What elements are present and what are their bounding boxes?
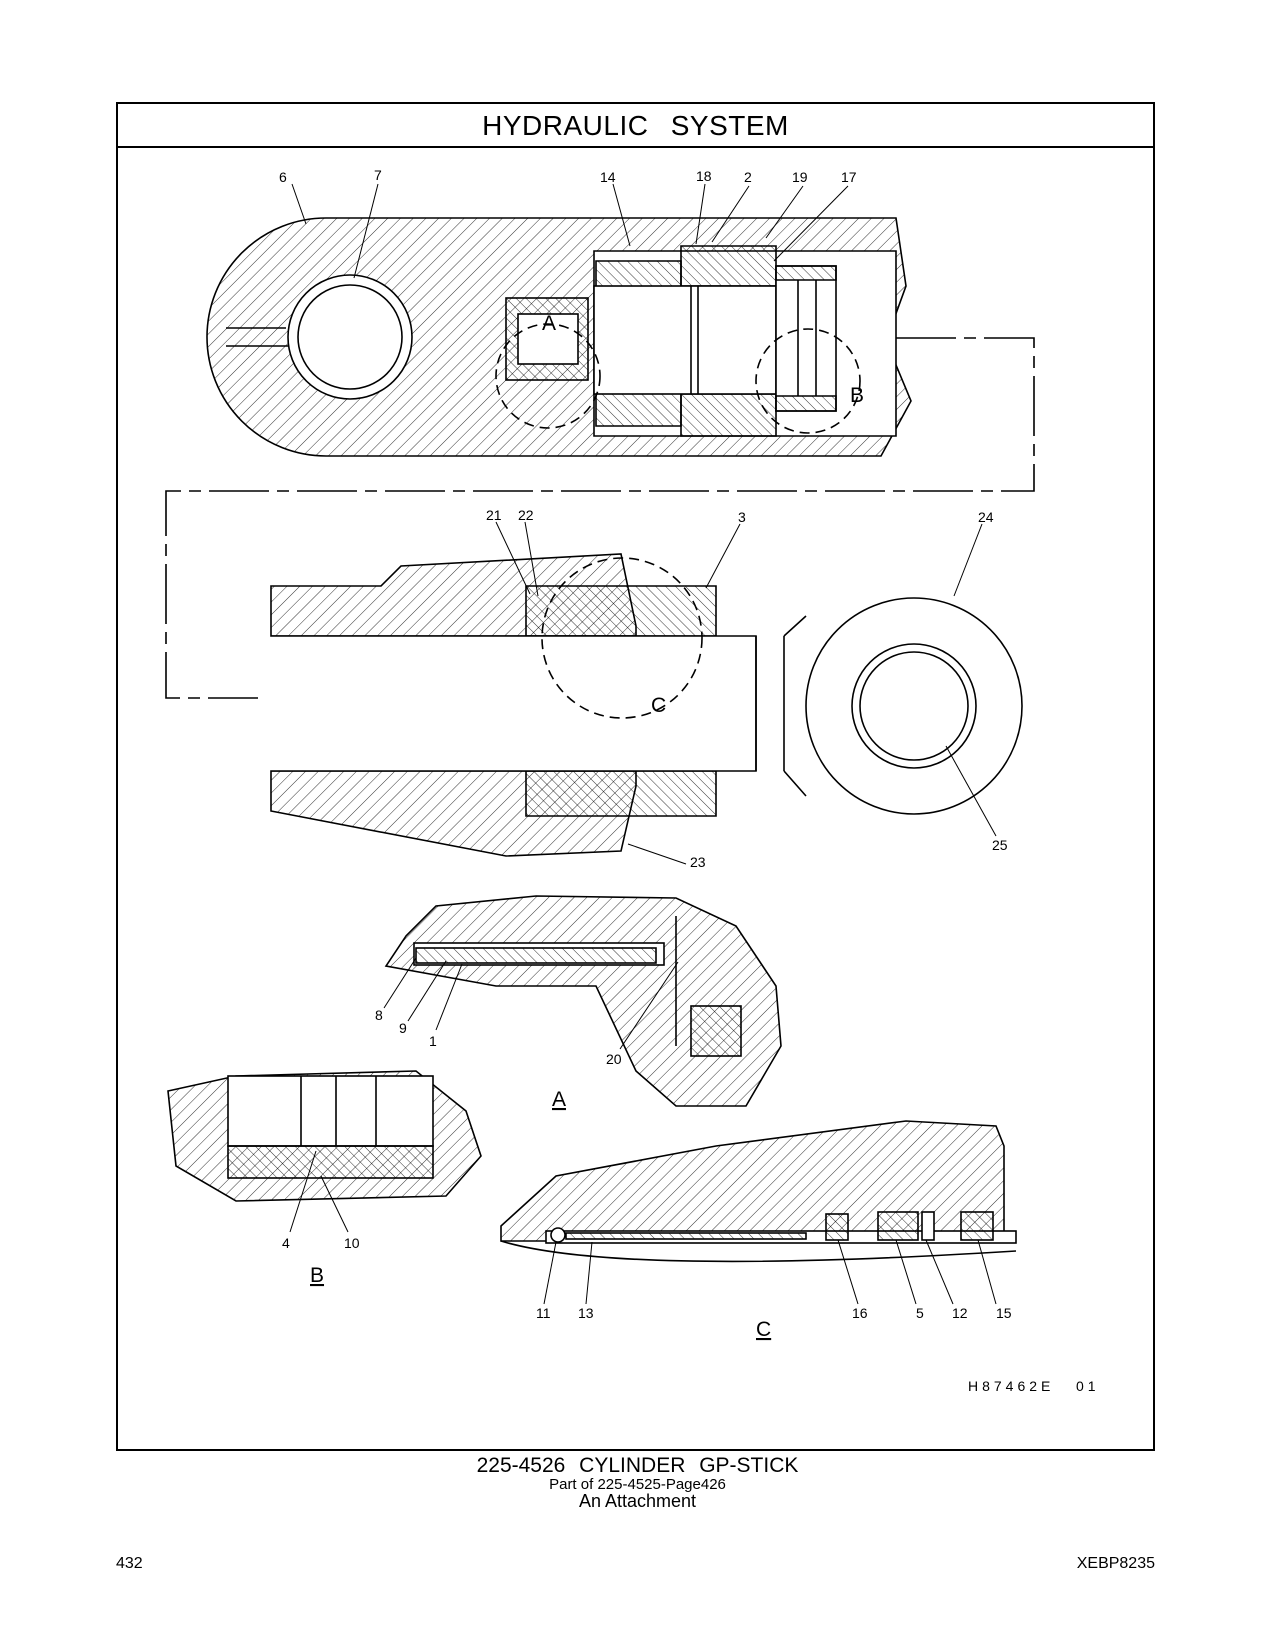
callout-6: 6 (279, 169, 287, 185)
view-label-a: A (542, 312, 556, 335)
detail-c-label: C (756, 1318, 771, 1341)
callout-3: 3 (738, 509, 746, 525)
drawing-frame: HYDRAULIC SYSTEM (116, 102, 1155, 1451)
callout-23: 23 (690, 854, 706, 870)
callout-21: 21 (486, 507, 502, 523)
callout-16: 16 (852, 1305, 868, 1321)
callout-5: 5 (916, 1305, 924, 1321)
detail-b-leaders (289, 1150, 349, 1233)
callout-25: 25 (992, 837, 1008, 853)
caption-subtitle: Part of 225-4525-Page426 (549, 1476, 726, 1493)
callout-7: 7 (374, 167, 382, 183)
drawing-revision: 01 (1076, 1378, 1100, 1394)
callout-1: 1 (429, 1033, 437, 1049)
callout-15: 15 (996, 1305, 1012, 1321)
drawing-code: H87462E (968, 1378, 1054, 1394)
middle-section-view (270, 553, 1023, 857)
middle-callouts: 21 22 3 24 23 25 (486, 507, 1008, 870)
detail-a-callouts: 8 9 1 20 (375, 1007, 622, 1067)
document-code: XEBP8235 (1076, 1555, 1155, 1572)
callout-18: 18 (696, 168, 712, 184)
callout-20: 20 (606, 1051, 622, 1067)
title-band: HYDRAULIC SYSTEM (118, 104, 1153, 148)
detail-c-view (500, 1120, 1017, 1263)
callout-4: 4 (282, 1235, 290, 1251)
callout-2: 2 (744, 169, 752, 185)
caption-note: An Attachment (578, 1491, 697, 1511)
callout-8: 8 (375, 1007, 383, 1023)
page-title: HYDRAULIC SYSTEM (482, 110, 789, 141)
callout-12: 12 (952, 1305, 968, 1321)
detail-a-label: A (552, 1088, 566, 1111)
view-b-marker: B (850, 384, 864, 407)
callout-9: 9 (399, 1020, 407, 1036)
callout-13: 13 (578, 1305, 594, 1321)
view-a-marker: A (542, 312, 556, 335)
detail-a-leaders (383, 957, 679, 1050)
middle-leaders (495, 521, 997, 865)
callout-22: 22 (518, 507, 534, 523)
detail-c-leaders (543, 1239, 997, 1305)
callout-24: 24 (978, 509, 994, 525)
exploded-section-drawing: A B 6 7 14 18 2 19 17 C (165, 167, 1100, 1394)
caption-block: 225-4526 CYLINDER GP-STICK Part of 225-4… (0, 1454, 1275, 1511)
top-leaders (291, 183, 849, 279)
callout-17: 17 (841, 169, 857, 185)
callout-10: 10 (344, 1235, 360, 1251)
callout-11: 11 (536, 1305, 551, 1321)
callout-19: 19 (792, 169, 808, 185)
view-label-b: B (850, 384, 864, 407)
top-section-view (165, 217, 1035, 699)
callout-14: 14 (600, 169, 616, 185)
detail-c-callouts: 11 13 16 5 12 15 (536, 1305, 1012, 1321)
detail-b-view (167, 1070, 482, 1202)
detail-a-view (384, 895, 782, 1107)
detail-b-label: B (310, 1264, 324, 1287)
top-callouts: 6 7 14 18 2 19 17 (279, 167, 857, 185)
page-number: 432 (116, 1555, 143, 1572)
view-label-c: C (651, 694, 666, 717)
detail-b-callouts: 4 10 (282, 1235, 360, 1251)
caption-title: 225-4526 CYLINDER GP-STICK (476, 1454, 799, 1477)
